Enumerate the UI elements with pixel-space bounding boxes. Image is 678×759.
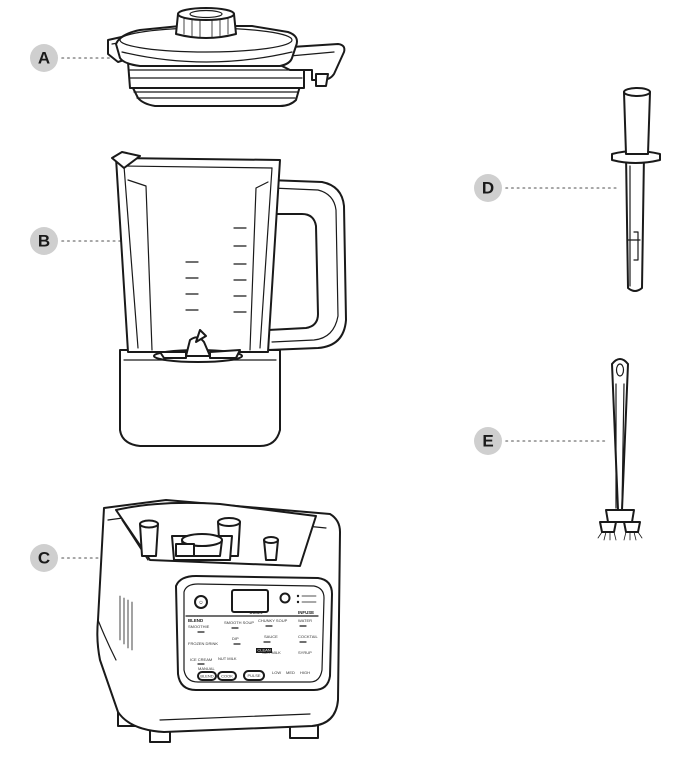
cocktail-label[interactable]: COCKTAIL — [298, 634, 318, 639]
power-icon: ⏻ — [199, 600, 203, 605]
low-button[interactable]: LOW — [272, 670, 281, 675]
cleaning-brush-illustration — [597, 358, 643, 541]
callout-a-label: A — [38, 49, 50, 68]
power-button[interactable] — [194, 595, 208, 609]
smooth-soup-label[interactable]: SMOOTH SOUP — [224, 620, 254, 625]
nut-milk-label[interactable]: NUT MILK — [218, 656, 237, 661]
callout-e-badge — [474, 427, 502, 455]
water-label[interactable]: WATER — [298, 618, 312, 623]
control-panel — [175, 575, 333, 691]
high-button[interactable]: HIGH — [300, 670, 310, 675]
motor-base-illustration: ⏻ COOK BLEND INFUSE SMOOTHIE FROZEN DRIN… — [96, 499, 341, 743]
callout-e-label: E — [482, 432, 493, 451]
syrup-label[interactable]: SYRUP — [298, 650, 312, 655]
frozen-drink-label[interactable]: FROZEN DRINK — [188, 641, 218, 646]
callout-c-badge — [30, 544, 58, 572]
blend-header: BLEND — [188, 618, 203, 623]
callout-d-label: D — [482, 179, 494, 198]
pulse-button[interactable] — [243, 670, 265, 681]
smoothie-label[interactable]: SMOOTHIE — [188, 624, 210, 629]
callout-a-badge — [30, 44, 58, 72]
lid-illustration — [107, 7, 346, 107]
callout-d-badge — [474, 174, 502, 202]
clean-badge[interactable] — [256, 648, 272, 653]
callout-b-badge — [30, 227, 58, 255]
med-button[interactable]: MED — [286, 670, 295, 675]
manual-label: MANUAL — [198, 666, 215, 671]
callout-d: D — [474, 174, 619, 202]
sauce-label[interactable]: SAUCE — [264, 634, 278, 639]
callout-e: E — [474, 427, 609, 455]
blend-button-label: BLEND — [200, 674, 213, 679]
callout-c: C — [30, 544, 136, 572]
pulse-button-label: PULSE — [247, 673, 260, 678]
cook-button-label: COOK — [221, 674, 233, 679]
chunky-soup-label[interactable]: CHUNKY SOUP — [258, 618, 288, 623]
dial-button[interactable] — [279, 592, 291, 604]
infuse-header: INFUSE — [298, 610, 314, 615]
dip-label[interactable]: DIP — [232, 636, 239, 641]
callout-c-label: C — [38, 549, 50, 568]
cook-header: COOK — [249, 610, 263, 615]
ice-cream-label[interactable]: ICE CREAM — [190, 657, 212, 662]
callout-a: A — [30, 44, 119, 72]
display-screen — [231, 589, 269, 613]
pitcher-illustration — [111, 151, 347, 447]
tamper-illustration — [611, 87, 661, 292]
cook-button[interactable] — [217, 671, 237, 681]
clean-label: CLEAN — [257, 648, 270, 653]
blend-button[interactable] — [197, 671, 217, 681]
callout-b-label: B — [38, 232, 50, 251]
